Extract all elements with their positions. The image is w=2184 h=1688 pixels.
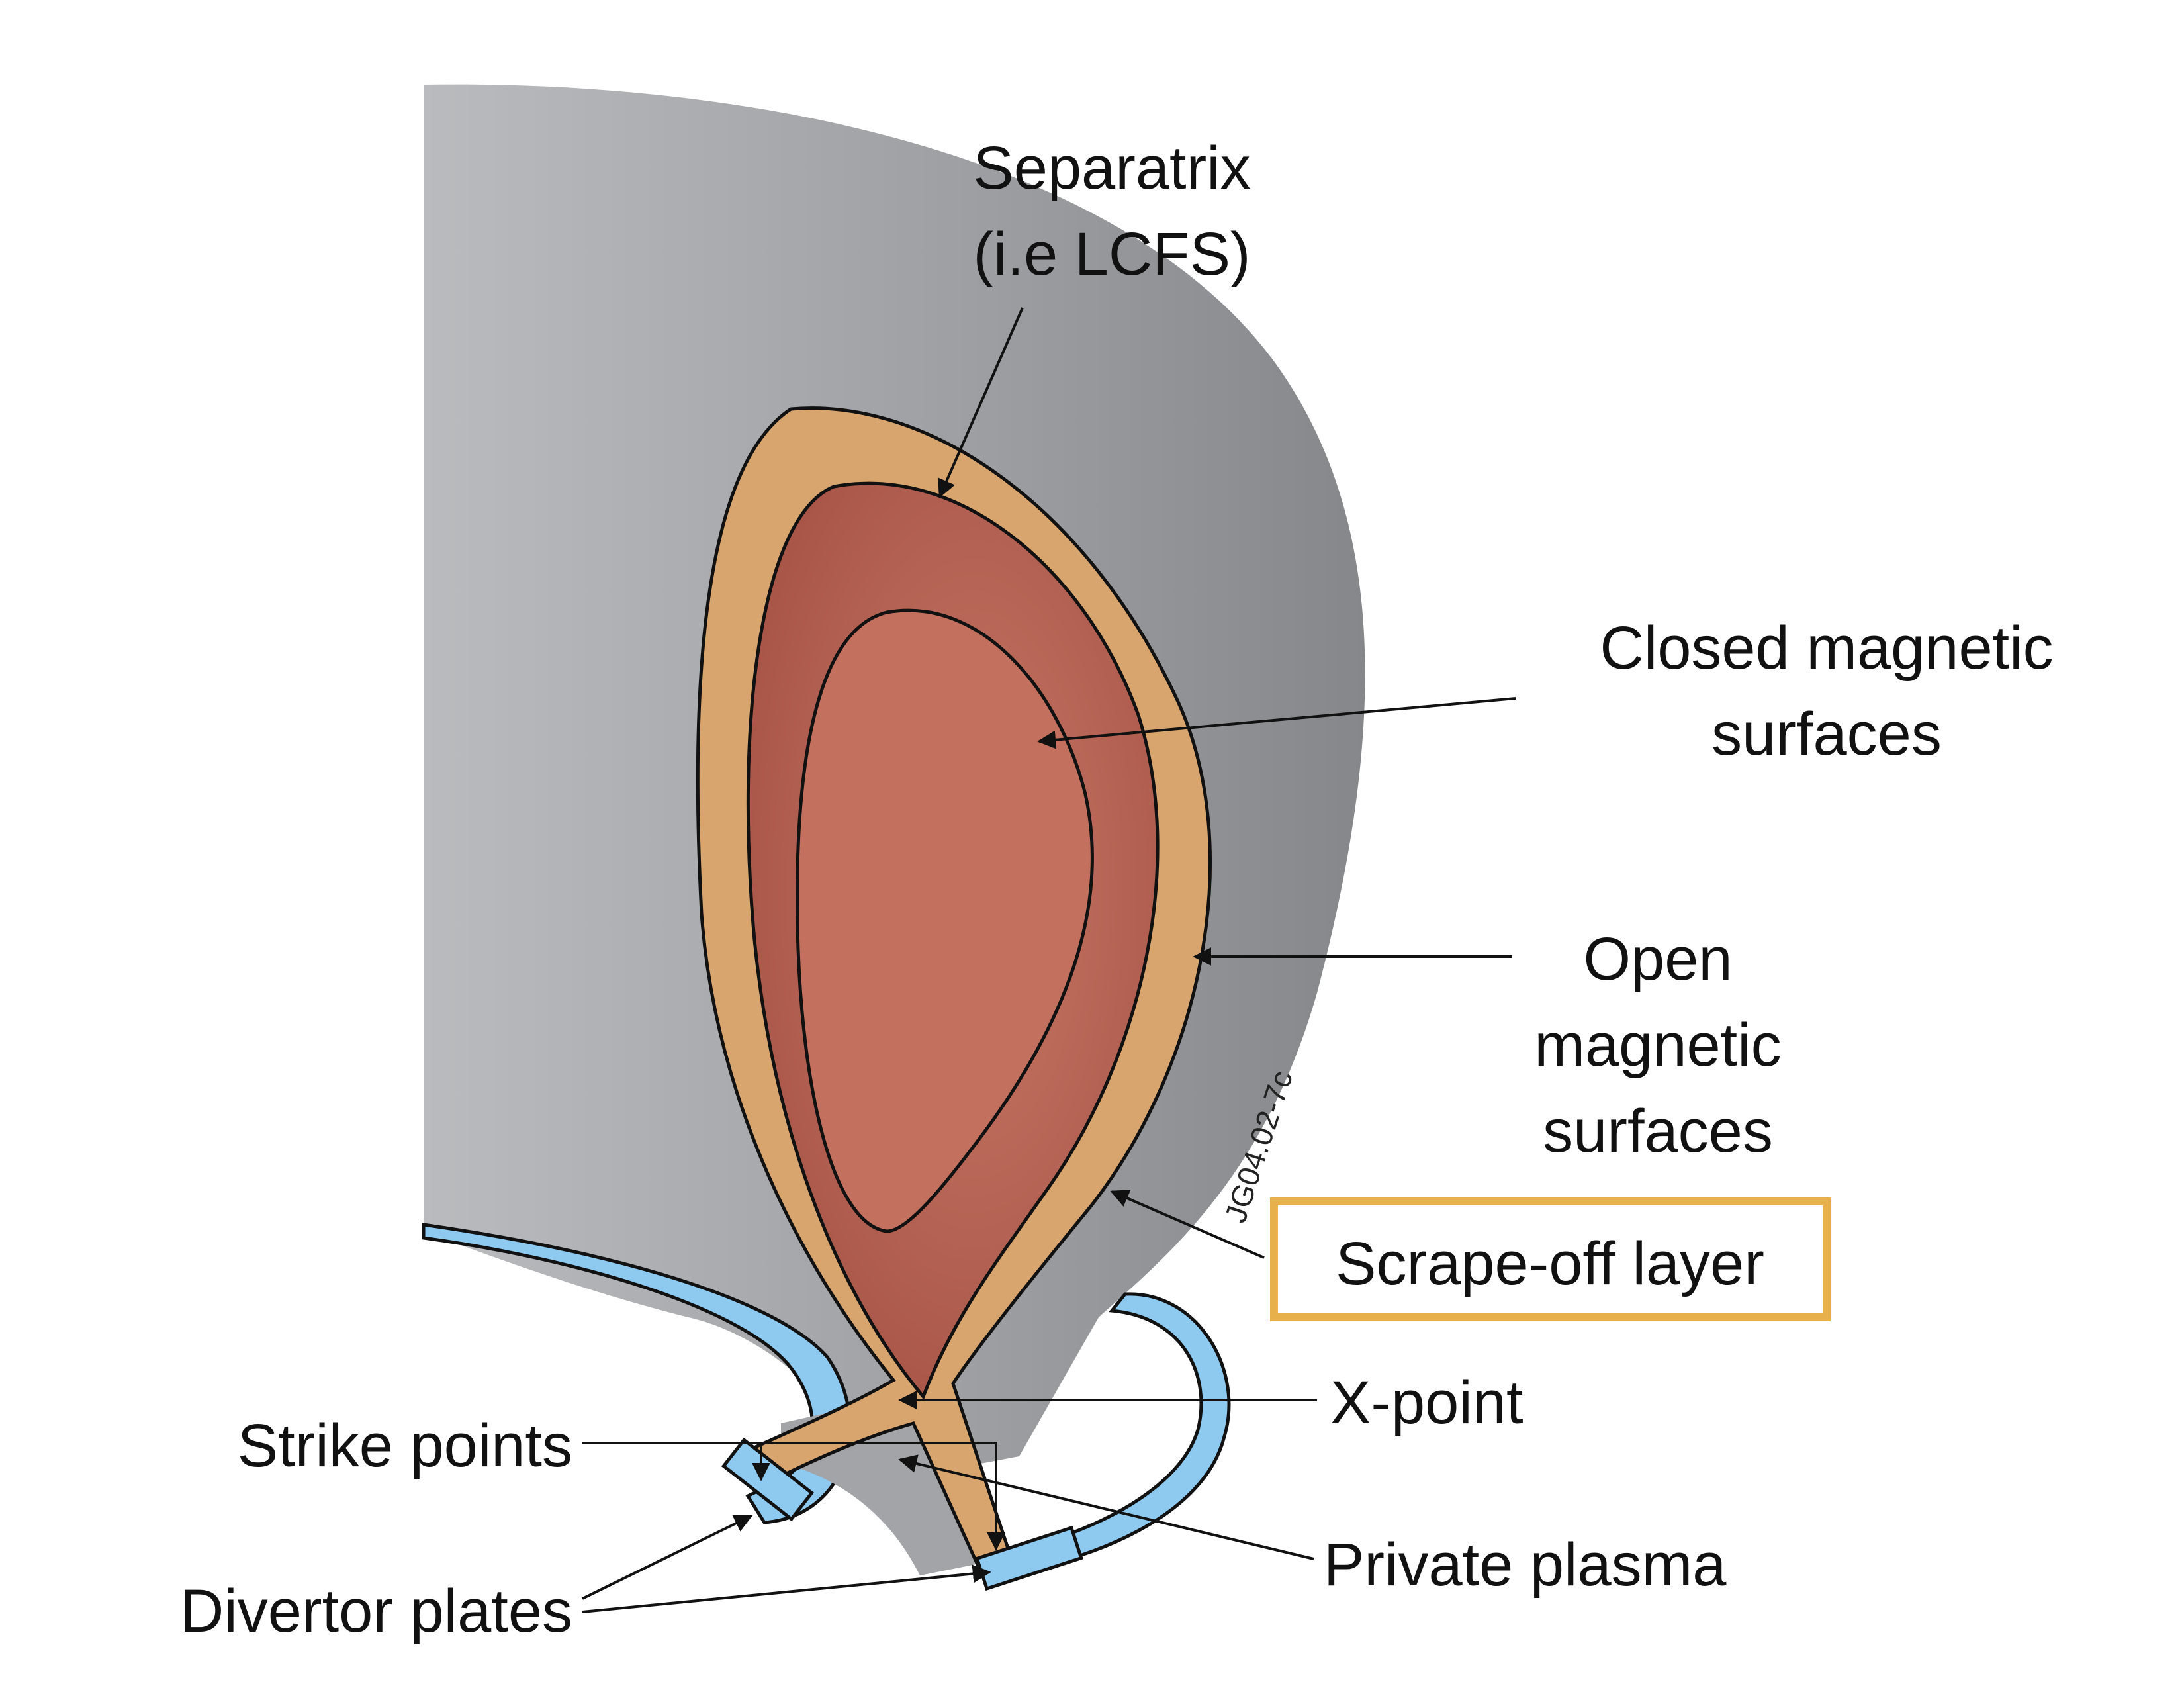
label-strike-points: Strike points bbox=[238, 1412, 572, 1479]
closed-surface-contour bbox=[796, 608, 1094, 1233]
scrape-off-highlight-box bbox=[1270, 1197, 1831, 1321]
separatrix-leader bbox=[938, 307, 1024, 498]
label-open-2: magnetic bbox=[1534, 1011, 1781, 1079]
private-plasma-leader bbox=[898, 1454, 1314, 1560]
label-x-point: X-point bbox=[1330, 1369, 1524, 1436]
divertor-plates-leader-inner bbox=[582, 1515, 753, 1600]
closed-surfaces-leader bbox=[1037, 697, 1516, 749]
label-closed-1: Closed magnetic bbox=[1600, 614, 2053, 682]
label-open-3: surfaces bbox=[1543, 1098, 1773, 1165]
label-divertor-plates: Divertor plates bbox=[180, 1577, 572, 1645]
strike-points-leader-outer bbox=[761, 1442, 1005, 1551]
label-separatrix-1: Separatrix bbox=[973, 134, 1250, 202]
divertor-plates-leader-outer bbox=[582, 1564, 991, 1613]
label-private-plasma: Private plasma bbox=[1324, 1531, 1727, 1599]
scrape-off-leader bbox=[1110, 1190, 1265, 1259]
label-separatrix-2: (i.e LCFS) bbox=[973, 220, 1250, 288]
label-closed-2: surfaces bbox=[1711, 700, 1942, 768]
label-scrape-off: Scrape-off layer bbox=[1336, 1230, 1764, 1297]
label-open-1: Open bbox=[1583, 925, 1732, 993]
